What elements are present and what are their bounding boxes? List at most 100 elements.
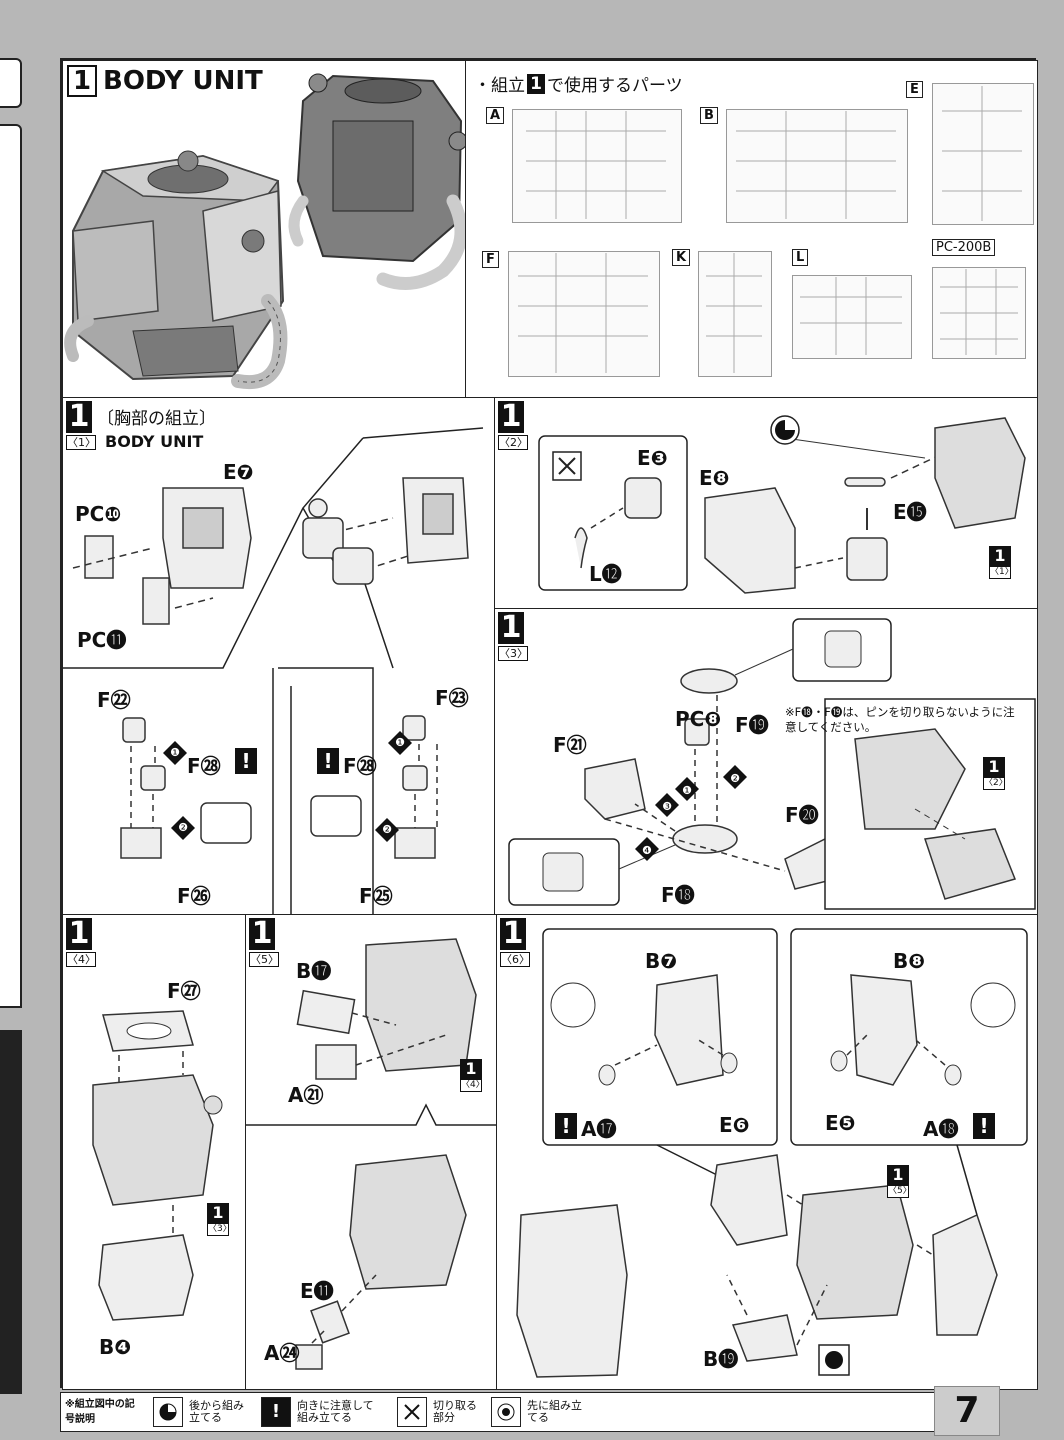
part-f26-drawing [120,827,162,859]
step-1-1-title: 〔胸部の組立〕 [97,409,216,429]
part-b4-drawing [98,1234,194,1321]
body-upper-drawing [365,938,477,1072]
part-f23-drawing [402,715,426,741]
label-a18: A⓲ [923,1117,959,1141]
part-pc11-drawing [142,577,170,625]
step-1-6-num: 1 [500,918,526,950]
runner-label-a: A [486,107,505,124]
page-number: 7 [934,1386,1000,1436]
step-ref-1-3: 1 〈3〉 [207,1203,232,1236]
body-back-drawing [288,73,465,290]
step-1-4-sub: 〈4〉 [66,952,96,967]
step-1-1-subtitle: BODY UNIT [105,432,204,451]
step-title-text: BODY UNIT [103,66,263,96]
part-b7-drawing [654,974,724,1086]
legend-item-first: 先に組み立てる [491,1397,587,1427]
step-number-box: 1 [67,65,97,97]
part-assembly-drawing [302,477,469,585]
runner-label-k: K [672,249,691,266]
runner-detail-lines [518,86,1022,373]
part-f18-drawing [672,824,738,854]
step-1-2-num: 1 [498,401,524,433]
label-f18: F⓲ [661,883,695,907]
step-1-5-number: 1 〈5〉 [249,918,279,967]
part-e7-drawing [162,487,252,589]
step-1-1-num: 1 [66,401,92,433]
runner-f [508,251,660,377]
label-b17: B⓱ [296,959,332,983]
runner-e [932,83,1034,225]
step-1-3-number: 1 〈3〉 [498,612,528,661]
caution-icon: ! [555,1113,577,1139]
body-lower-drawing [349,1154,467,1290]
pin-caution-note: ※F⓲・F⓳は、ピンを切り取らないように注意してください。 [785,705,1015,734]
part-b8-fit-drawing [932,1213,998,1336]
part-pc8-drawing [684,718,710,746]
step-1-4-number: 1 〈4〉 [66,918,96,967]
order-marker-1: ❶ [682,784,692,797]
runner-a [512,109,682,223]
label-f19: F⓳ [735,713,769,737]
ref-num: 1 [460,1059,482,1079]
label-e3: E❸ [637,446,668,470]
label-f28-left: F㉘ [187,754,221,778]
label-e5: E❺ [825,1111,856,1135]
step-1-1-sub: 〈1〉 [66,435,96,450]
part-e11-drawing [310,1300,350,1344]
step-1-6-panel: 1 〈6〉 [496,914,1038,1390]
legend-item-orientation: ! 向きに注意して組み立てる [261,1397,381,1427]
legend-text-first: 先に組み立てる [527,1399,582,1424]
step-ref-1-4: 1 〈4〉 [460,1059,485,1092]
legend-item-later: 後から組み立てる [153,1397,249,1427]
legend-text-orientation: 向きに注意して組み立てる [297,1399,374,1424]
step-ref-1-5: 1 〈5〉 [887,1165,912,1198]
body-assembly-drawing [92,1074,214,1206]
body-assembly-drawing [934,417,1026,529]
prev-page-edge-1 [0,58,22,108]
legend-item-cut: 切り取る部分 [397,1397,481,1427]
label-pc11: PC⓫ [77,628,127,652]
label-a17: A⓱ [581,1117,617,1141]
part-e15-drawing [844,477,886,487]
label-l12: L⓬ [589,562,622,586]
ref-num: 1 [887,1165,909,1185]
label-b4: B❹ [99,1335,132,1359]
order-marker-2-left: ❷ [178,821,188,834]
part-b8-drawing [850,974,918,1086]
order-marker-3: ❸ [662,800,672,813]
step-1-5-sub: 〈5〉 [249,952,279,967]
step-1-6-diagram [516,928,1028,1378]
cut-icon [397,1397,427,1427]
part-a24-drawing [295,1344,323,1370]
runner-label-e: E [906,81,923,98]
completed-back-drawing [516,1204,628,1378]
step-1-5-num: 1 [249,918,275,950]
part-e5-drawing [830,1050,848,1072]
label-f28-right: F㉘ [343,754,377,778]
step-1-3-panel: 1 〈3〉 [494,608,1038,915]
parts-used-caption: ・組立 1 で使用するパーツ [474,71,683,96]
step-1-3-num: 1 [498,612,524,644]
step-1-6-sub: 〈6〉 [500,952,530,967]
ref-num: 1 [983,757,1005,777]
order-marker-2: ❷ [730,772,740,785]
prev-page-edge-3 [0,1030,22,1394]
label-f22: F㉒ [97,688,131,712]
part-a21-drawing [315,1044,357,1080]
ref-sub: 〈5〉 [887,1185,912,1198]
part-a18-drawing [944,1064,962,1086]
prev-page-edge-2 [0,124,22,1008]
label-f23: F㉓ [435,686,469,710]
label-f27: F㉗ [167,979,201,1003]
body-subassembly-drawing [924,828,1017,900]
step-1-1-number: 1 〈1〉 [66,401,96,450]
part-f19-drawing [680,668,738,694]
step-title: 1 BODY UNIT [67,65,263,97]
instruction-sheet: 1 BODY UNIT [60,58,1038,1390]
step-1-3-sub: 〈3〉 [498,646,528,661]
label-e8: E❽ [699,466,730,490]
part-e6-drawing [720,1052,738,1074]
caution-icon: ! [317,748,339,774]
part-a17-drawing [598,1064,616,1086]
step-1-1-diagram [63,427,484,914]
